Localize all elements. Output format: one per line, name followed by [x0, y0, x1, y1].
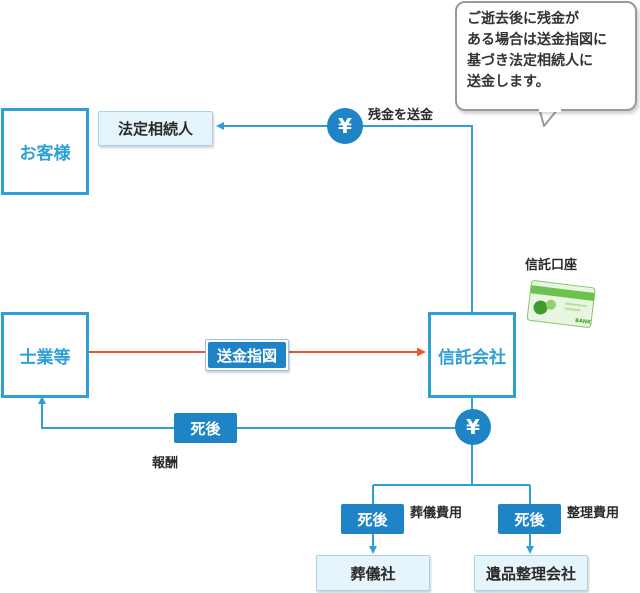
bubble-line-3: 基づき法定相続人に [467, 53, 593, 69]
remittance-instruction-inner: 送金指図 [208, 342, 286, 368]
bubble-line-1: ご逝去後に残金が [467, 11, 579, 27]
customer-node: お客様 [1, 108, 89, 195]
send-remainder-label: 残金を送金 [368, 108, 434, 123]
yen-symbol-payout: ¥ [466, 415, 480, 439]
remittance-instruction-label: 送金指図 [216, 346, 277, 365]
trust-account-label: 信託口座 [525, 258, 578, 273]
organizing-cost-label: 整理費用 [567, 506, 620, 521]
professional-label: 士業等 [19, 347, 71, 368]
reward-label: 報酬 [152, 456, 179, 471]
bank-card-icon: BANK [526, 280, 596, 328]
after-death-organizing-label: 死後 [514, 510, 545, 529]
trust-company-label: 信託会社 [438, 347, 506, 368]
funeral-company-label: 葬儀社 [350, 564, 396, 583]
yen-icon-remainder: ¥ [327, 108, 363, 144]
yen-icon-payout: ¥ [455, 409, 491, 445]
after-death-organizing-badge: 死後 [498, 504, 561, 534]
heir-node: 法定相続人 [98, 111, 213, 146]
bank-card-text: BANK [575, 318, 592, 326]
after-death-funeral-badge: 死後 [341, 504, 404, 534]
remittance-instruction-badge: 送金指図 [205, 339, 289, 371]
heir-label: 法定相続人 [117, 120, 193, 138]
estate-organizer-node: 遺品整理会社 [474, 555, 588, 591]
reward-flow-line [38, 396, 458, 429]
after-death-reward-badge: 死後 [174, 413, 237, 443]
bubble-line-2: ある場合は送金指図に [467, 32, 607, 48]
funeral-cost-label: 葬儀費用 [410, 506, 463, 521]
estate-organizer-label: 遺品整理会社 [485, 564, 576, 583]
bubble-line-4: 送金します。 [467, 74, 550, 90]
bubble-tail-seam [539, 108, 561, 112]
yen-symbol-remainder: ¥ [338, 114, 352, 138]
after-death-reward-label: 死後 [190, 419, 221, 438]
professional-node: 士業等 [1, 312, 89, 398]
funeral-company-node: 葬儀社 [316, 555, 430, 591]
explanation-bubble: ご逝去後に残金が ある場合は送金指図に 基づき法定相続人に 送金します。 [455, 1, 637, 111]
remainder-flow-line [216, 122, 473, 313]
customer-label: お客様 [19, 144, 71, 164]
after-death-funeral-label: 死後 [357, 510, 388, 529]
trust-company-node: 信託会社 [428, 312, 516, 398]
